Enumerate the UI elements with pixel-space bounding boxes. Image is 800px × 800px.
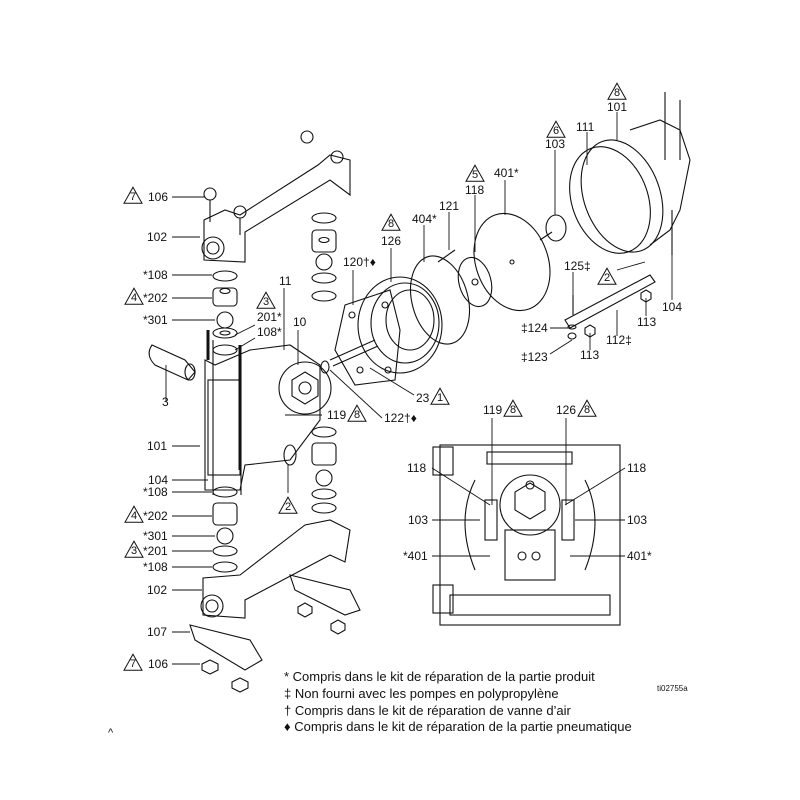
triangle-number: 3 <box>130 545 138 558</box>
triangle-number: 8 <box>387 218 395 231</box>
callout-119: 119 <box>327 408 347 422</box>
callout-triangle: 3 <box>124 540 144 558</box>
callout-401: 401* <box>494 166 519 180</box>
inset-callout-401-right: 401* <box>627 549 652 563</box>
triangle-number: 1 <box>436 392 444 405</box>
inset-callout-126: 126 <box>556 403 577 417</box>
bottom-manifold <box>189 519 361 693</box>
callout-triangle: 8 <box>381 213 401 231</box>
callout-triangle: 2 <box>597 267 617 285</box>
callout-3: 3 <box>162 395 169 409</box>
callout-108: *108 <box>143 268 168 282</box>
callout-121: 121 <box>439 199 460 213</box>
triangle-number: 2 <box>603 272 611 285</box>
callout-124: ‡124 <box>521 321 548 335</box>
callout-301: *301 <box>143 313 168 327</box>
footnote-not-polypropylene: ‡ Non fourni avec les pompes en polyprop… <box>284 686 559 701</box>
inset-callout-103-right: 103 <box>627 513 648 527</box>
callout-triangle: 8 <box>347 404 367 422</box>
diaphragm-parts <box>410 212 567 345</box>
triangle-number: 3 <box>262 296 270 309</box>
inset-callout-119: 119 <box>483 403 503 417</box>
callout-104: 104 <box>148 473 169 487</box>
callout-triangle: 8 <box>607 82 627 100</box>
callout-triangle: 8 <box>503 399 523 417</box>
callout-102: 102 <box>147 230 168 244</box>
inset-callout-118-left: 118 <box>407 461 427 475</box>
triangle-number: 4 <box>130 510 138 523</box>
callout-120: 120†♦ <box>343 255 376 269</box>
triangle-number: 7 <box>129 191 137 204</box>
callout-106: 106 <box>148 190 169 204</box>
air-cover <box>357 276 443 374</box>
inset-callout-103-left: 103 <box>408 513 429 527</box>
callout-123: ‡123 <box>521 350 548 364</box>
callout-113a: 113 <box>637 315 657 329</box>
callout-118: 118 <box>465 183 485 197</box>
callout-404: 404* <box>412 212 437 226</box>
callout-202: *202 <box>143 291 168 305</box>
leader-lines <box>165 112 673 665</box>
footnote-air-section-kit: ♦ Compris dans le kit de réparation de l… <box>284 719 632 734</box>
callout-triangle: 1 <box>430 387 450 405</box>
triangle-number: 8 <box>613 87 621 100</box>
footnote-fluid-kit: * Compris dans le kit de réparation de l… <box>284 669 595 684</box>
triangle-number: 6 <box>552 125 560 138</box>
callout-301: *301 <box>143 529 168 543</box>
triangle-number: 8 <box>583 404 591 417</box>
callout-10: 10 <box>293 315 307 329</box>
callout-102: 102 <box>147 583 168 597</box>
callout-triangle: 7 <box>123 186 143 204</box>
callout-triangle: 8 <box>577 399 597 417</box>
bottom-left-check-stack <box>212 486 238 573</box>
callout-106: 106 <box>148 657 169 671</box>
inset-callout-401-left: *401 <box>403 549 428 563</box>
callout-112: 112‡ <box>606 333 632 347</box>
air-plate-and-shaft <box>320 289 401 386</box>
callout-triangle: 5 <box>465 164 485 182</box>
callout-126: 126 <box>381 234 402 248</box>
callout-113b: 113 <box>580 348 600 362</box>
callout-triangle: 2 <box>278 496 298 514</box>
callout-triangle: 6 <box>546 120 566 138</box>
muffler <box>148 344 196 381</box>
callout-107: 107 <box>147 625 168 639</box>
callout-11: 11 <box>279 274 292 288</box>
callout-triangle: 4 <box>124 287 144 305</box>
callout-triangle: 7 <box>123 653 143 671</box>
callout-101-right: 101 <box>607 100 628 114</box>
triangle-number: 4 <box>130 292 138 305</box>
fluid-cover <box>564 92 691 340</box>
callout-201: 201* <box>257 310 282 324</box>
callout-202: *202 <box>143 509 168 523</box>
callout-triangle: 3 <box>256 291 276 309</box>
triangle-number: 7 <box>129 658 137 671</box>
callout-104-right: 104 <box>662 300 683 314</box>
callout-125: 125‡ <box>564 259 591 273</box>
inset-callout-118-right: 118 <box>627 461 647 475</box>
figure-reference: ti02755a <box>657 684 688 693</box>
callout-101: 101 <box>147 439 168 453</box>
callout-122: 122†♦ <box>384 411 417 425</box>
callout-201: *201 <box>143 544 168 558</box>
triangle-number: 2 <box>284 501 292 514</box>
callout-103: 103 <box>545 137 566 151</box>
corner-mark: ^ <box>108 727 114 739</box>
triangle-number: 8 <box>353 409 361 422</box>
callout-111: 111 <box>576 120 595 134</box>
callout-108: *108 <box>143 485 168 499</box>
footnote-air-valve-kit: † Compris dans le kit de réparation de v… <box>284 703 571 718</box>
callout-23: 23 <box>416 391 430 405</box>
assembled-pump-inset <box>432 444 621 626</box>
bottom-right-check-stack <box>311 426 337 514</box>
center-body <box>204 340 332 495</box>
callout-108b: *108 <box>143 560 168 574</box>
triangle-number: 5 <box>471 169 479 182</box>
triangle-number: 8 <box>509 404 517 417</box>
callout-triangle: 4 <box>124 505 144 523</box>
callout-108b: 108* <box>257 325 282 339</box>
top-manifold <box>201 130 351 263</box>
